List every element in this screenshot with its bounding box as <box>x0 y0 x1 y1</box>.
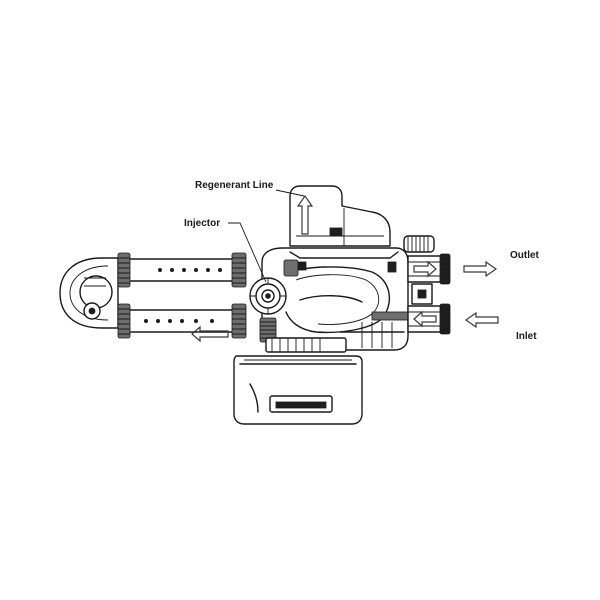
inlet-flow-arrow-icon <box>464 311 499 329</box>
controller-housing <box>233 337 363 425</box>
regenerant-line-housing <box>289 185 391 247</box>
leader-regenerant-line <box>275 189 305 197</box>
outlet-flow-arrow-icon <box>463 260 498 278</box>
inlet-port <box>407 303 451 335</box>
valve-body <box>261 235 435 351</box>
outlet-port <box>407 253 451 285</box>
label-regenerant-line: Regenerant Line <box>195 180 274 191</box>
flow-arrow-left-icon <box>191 325 229 343</box>
inlet-arrow-left-icon <box>413 310 437 328</box>
injector-assembly <box>249 259 299 343</box>
bypass-loop <box>59 252 247 343</box>
up-arrow-icon <box>296 194 314 235</box>
coupling-upper-left <box>117 252 131 288</box>
coupling-lower-left <box>117 303 131 339</box>
leader-injector <box>228 222 267 283</box>
coupling-lower-right <box>231 303 247 339</box>
label-injector: Injector <box>184 218 220 229</box>
label-outlet: Outlet <box>510 250 540 261</box>
coupling-upper-right <box>231 252 247 288</box>
gear-icon <box>403 235 435 253</box>
outlet-arrow-right-icon <box>413 260 437 278</box>
label-inlet: Inlet <box>516 331 537 342</box>
u-bend <box>59 257 119 329</box>
